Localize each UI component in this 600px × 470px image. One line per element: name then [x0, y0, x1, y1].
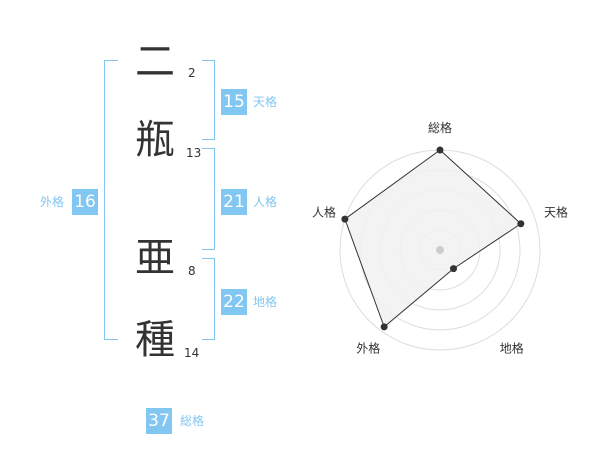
radar-axis-label-4: 人格: [312, 204, 336, 219]
gai-label: 外格: [40, 195, 65, 209]
ten-bracket: [202, 60, 215, 140]
jin-label: 人格: [253, 195, 278, 209]
stroke-count-4: 14: [184, 346, 200, 360]
name-char-2: 瓶: [135, 117, 175, 163]
ten-value-badge: 15: [221, 89, 247, 115]
ten-label: 天格: [253, 95, 278, 109]
radar-axis-label-0: 総格: [428, 120, 452, 135]
sou-label: 総格: [180, 414, 205, 428]
jin-value-badge: 21: [221, 189, 247, 215]
chi-label: 地格: [253, 295, 278, 309]
jin-bracket: [202, 148, 215, 250]
radar-point-0: [436, 146, 444, 154]
radar-point-4: [341, 215, 349, 223]
radar-axis-label-2: 地格: [500, 341, 524, 356]
name-char-3: 亜: [135, 235, 175, 281]
gai-bracket: [104, 60, 118, 340]
gai-value-badge: 16: [72, 189, 98, 215]
name-char-1: 二: [135, 39, 175, 85]
name-char-4: 種: [135, 317, 175, 363]
radar-point-2: [450, 265, 458, 273]
stroke-count-2: 13: [186, 146, 202, 160]
chi-bracket: [202, 258, 215, 340]
radar-axis-label-3: 外格: [356, 341, 380, 356]
stroke-count-1: 2: [188, 66, 196, 80]
sou-value-badge: 37: [146, 408, 172, 434]
radar-polygon: [344, 149, 522, 328]
radar-point-1: [517, 220, 525, 228]
radar-axis-label-1: 天格: [544, 204, 568, 219]
radar-center-dot: [436, 246, 444, 254]
stroke-count-3: 8: [188, 264, 196, 278]
chi-value-badge: 22: [221, 289, 247, 315]
radar-point-3: [380, 323, 388, 331]
